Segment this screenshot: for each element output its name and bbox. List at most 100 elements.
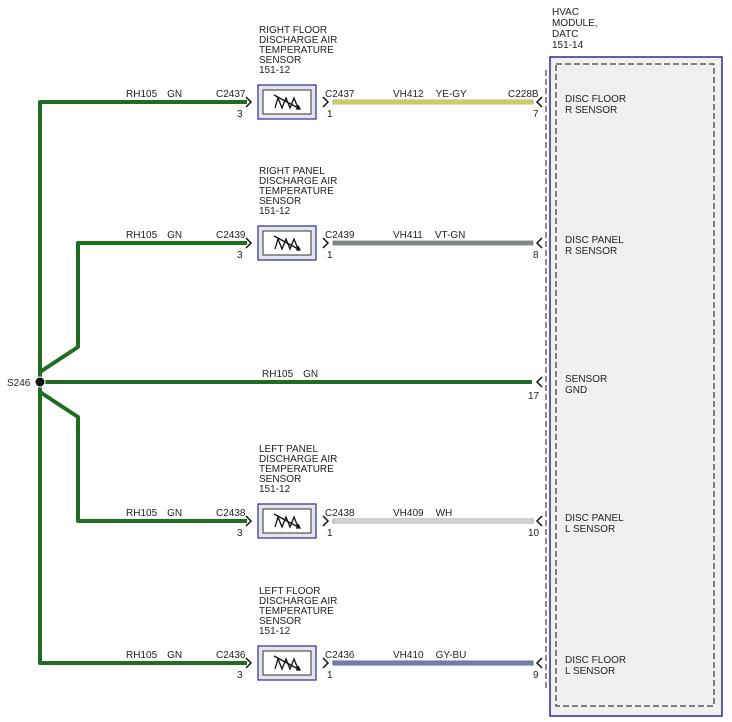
module-title-line: HVAC: [552, 7, 579, 18]
ground-wire-circuit: RH105: [126, 508, 158, 519]
module-title-line: DATC: [552, 29, 578, 40]
sensor-caption-line: SENSOR: [259, 196, 301, 207]
connector-left-label: C2438: [216, 508, 246, 519]
module-connector-arrow: [535, 96, 543, 108]
sensor-caption-line: TEMPERATURE: [259, 186, 334, 197]
sensor-caption-line: TEMPERATURE: [259, 606, 334, 617]
module-connector-arrow: [535, 515, 543, 527]
module-pin: 10: [528, 528, 540, 539]
module-connector-label: C228B: [508, 89, 539, 100]
module-input-label-line: R SENSOR: [565, 246, 617, 257]
module-pin: 7: [533, 109, 539, 120]
module-title: HVAC MODULE, DATC 151-14: [552, 7, 600, 51]
temperature-sensor: [257, 84, 317, 120]
sensor-caption-line: RIGHT FLOOR: [259, 25, 327, 36]
module-input-label-line: DISC FLOOR: [565, 94, 626, 105]
pin-right: 1: [327, 528, 333, 539]
pin-left: 3: [237, 528, 243, 539]
ground-circuit-label: RH105 GN: [262, 369, 318, 380]
connector-right-arrow: [322, 237, 330, 249]
connector-left-label: C2439: [216, 230, 246, 241]
module-input-label-line: DISC FLOOR: [565, 655, 626, 666]
sensor-caption-line: 151-12: [259, 206, 291, 217]
sensor-caption-line: LEFT FLOOR: [259, 586, 321, 597]
connector-left-arrow: [245, 515, 253, 527]
ground-wire-circuit: RH105: [126, 650, 158, 661]
sensor-caption-line: RIGHT PANEL: [259, 166, 325, 177]
connector-right-arrow: [322, 515, 330, 527]
temperature-sensor: [257, 645, 317, 681]
module-inner-dashed: [555, 63, 715, 707]
splice-dot: [34, 376, 46, 388]
module-input-label-line: R SENSOR: [565, 105, 617, 116]
connector-left-label: C2437: [216, 89, 246, 100]
pin-right: 1: [327, 670, 333, 681]
ground-wire-circuit: RH105: [126, 89, 158, 100]
ground-wire-label: RH105 GN: [126, 89, 182, 100]
connector-right-label: C2439: [325, 230, 355, 241]
sensor-caption-line: 151-12: [259, 626, 291, 637]
ground-module-label: SENSOR GND: [565, 374, 610, 396]
temperature-sensor: [257, 225, 317, 261]
signal-color: WH: [436, 508, 453, 519]
ground-branch-lower-wire: [38, 390, 247, 523]
sensor-caption-line: TEMPERATURE: [259, 464, 334, 475]
connector-right-label: C2437: [325, 89, 355, 100]
module-title-line: 151-14: [552, 40, 584, 51]
hvac-module: HVAC MODULE, DATC 151-14: [545, 7, 723, 717]
sensor-caption-line: DISCHARGE AIR: [259, 454, 337, 465]
pin-left: 3: [237, 670, 243, 681]
ground-circuit-number: RH105: [262, 369, 294, 380]
module-title-line: MODULE,: [552, 18, 598, 29]
module-input-label-line: DISC PANEL: [565, 235, 624, 246]
sensor-caption-line: LEFT PANEL: [259, 444, 319, 455]
splice-s246: S246: [7, 376, 46, 389]
connector-right-label: C2438: [325, 508, 355, 519]
connector-left-arrow: [245, 237, 253, 249]
module-pin: 8: [533, 250, 539, 261]
module-outer-border: [549, 56, 723, 717]
ground-module-pin: 17: [528, 391, 540, 402]
ground-circuit-color: GN: [303, 369, 318, 380]
signal-circuit: VH412: [393, 89, 424, 100]
sensor-caption-line: DISCHARGE AIR: [259, 176, 337, 187]
sensor-caption-line: 151-12: [259, 65, 291, 76]
sensor-caption-line: DISCHARGE AIR: [259, 35, 337, 46]
ground-wire-color: GN: [167, 508, 182, 519]
pin-left: 3: [237, 109, 243, 120]
sensor-caption-line: 151-12: [259, 484, 291, 495]
pin-left: 3: [237, 250, 243, 261]
sensor-caption-line: SENSOR: [259, 474, 301, 485]
ground-branch-upper-wire: [38, 241, 247, 374]
sensor-caption-line: SENSOR: [259, 616, 301, 627]
signal-circuit: VH411: [393, 230, 423, 241]
connector-right-arrow: [322, 657, 330, 669]
temperature-sensor: [257, 503, 317, 539]
connector-right-arrow: [322, 96, 330, 108]
thermistor-icon: [273, 655, 302, 671]
connector-left-label: C2436: [216, 650, 246, 661]
signal-color: GY-BU: [436, 650, 467, 661]
ground-wire-color: GN: [167, 89, 182, 100]
ground-wire-label: RH105 GN: [126, 508, 182, 519]
module-pin: 9: [533, 670, 539, 681]
sensor-caption-line: TEMPERATURE: [259, 45, 334, 56]
connector-left-arrow: [245, 96, 253, 108]
ground-module-label-line: GND: [565, 385, 587, 396]
thermistor-icon: [273, 235, 302, 251]
signal-circuit: VH410: [393, 650, 424, 661]
